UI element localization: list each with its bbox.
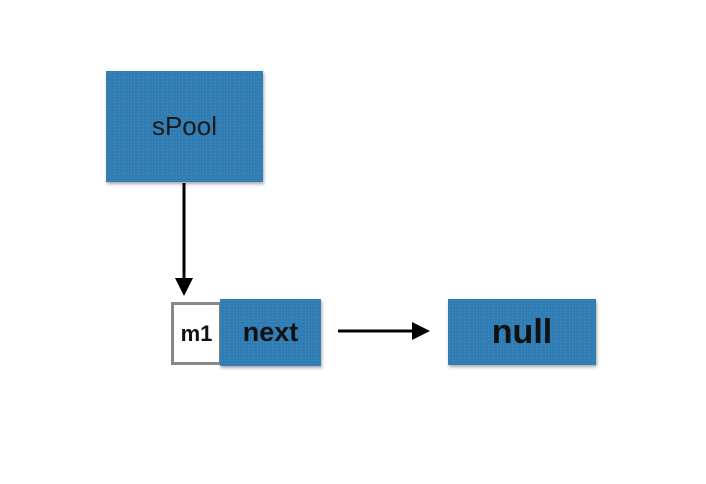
null-box: null <box>448 299 596 365</box>
spool-box: sPool <box>106 71 263 182</box>
m1-label: m1 <box>180 320 213 346</box>
spool-label: sPool <box>151 111 218 141</box>
next-label: next <box>242 317 299 347</box>
next-to-null-arrowhead <box>412 322 430 340</box>
next-field-box: next <box>220 299 321 366</box>
spool-to-m1-arrowhead <box>175 278 193 296</box>
m1-box: m1 <box>171 302 222 365</box>
null-label: null <box>491 312 553 351</box>
